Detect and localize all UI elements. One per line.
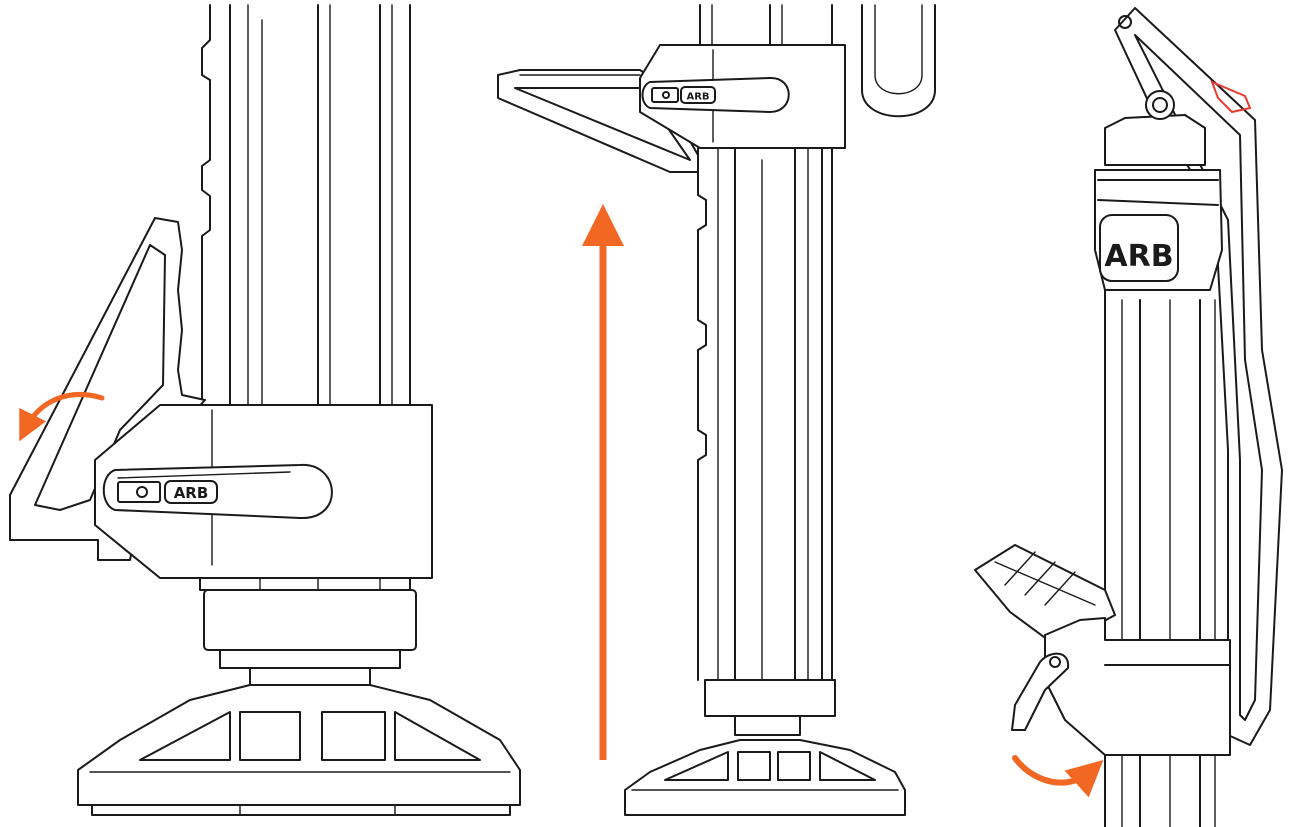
- top-block: ARB: [1094, 90, 1223, 291]
- runner-block: ARB: [639, 44, 846, 149]
- runner-and-foot-plate: [974, 544, 1231, 756]
- locking-handle: ARB: [102, 463, 333, 520]
- arb-logo-panel-3: ARB: [1104, 239, 1173, 274]
- rotate-clockwise-arrow-icon: [1012, 755, 1104, 798]
- jack-column: [201, 4, 411, 406]
- panel-2-jack-raised: ARB: [497, 4, 936, 816]
- jack-base: [624, 679, 906, 816]
- rotate-counterclockwise-arrow-icon: [19, 392, 105, 442]
- foot-plate-lever: [9, 217, 206, 561]
- jack-base: [77, 589, 521, 816]
- panel-3-jack-locked: ARB: [974, 7, 1283, 827]
- panel-1-jack-closeup: ARB: [9, 4, 521, 816]
- arb-logo-panel-1: ARB: [174, 484, 209, 502]
- jack-column: [697, 4, 936, 681]
- arb-logo-panel-2: ARB: [686, 92, 709, 103]
- release-tab: [1210, 80, 1252, 114]
